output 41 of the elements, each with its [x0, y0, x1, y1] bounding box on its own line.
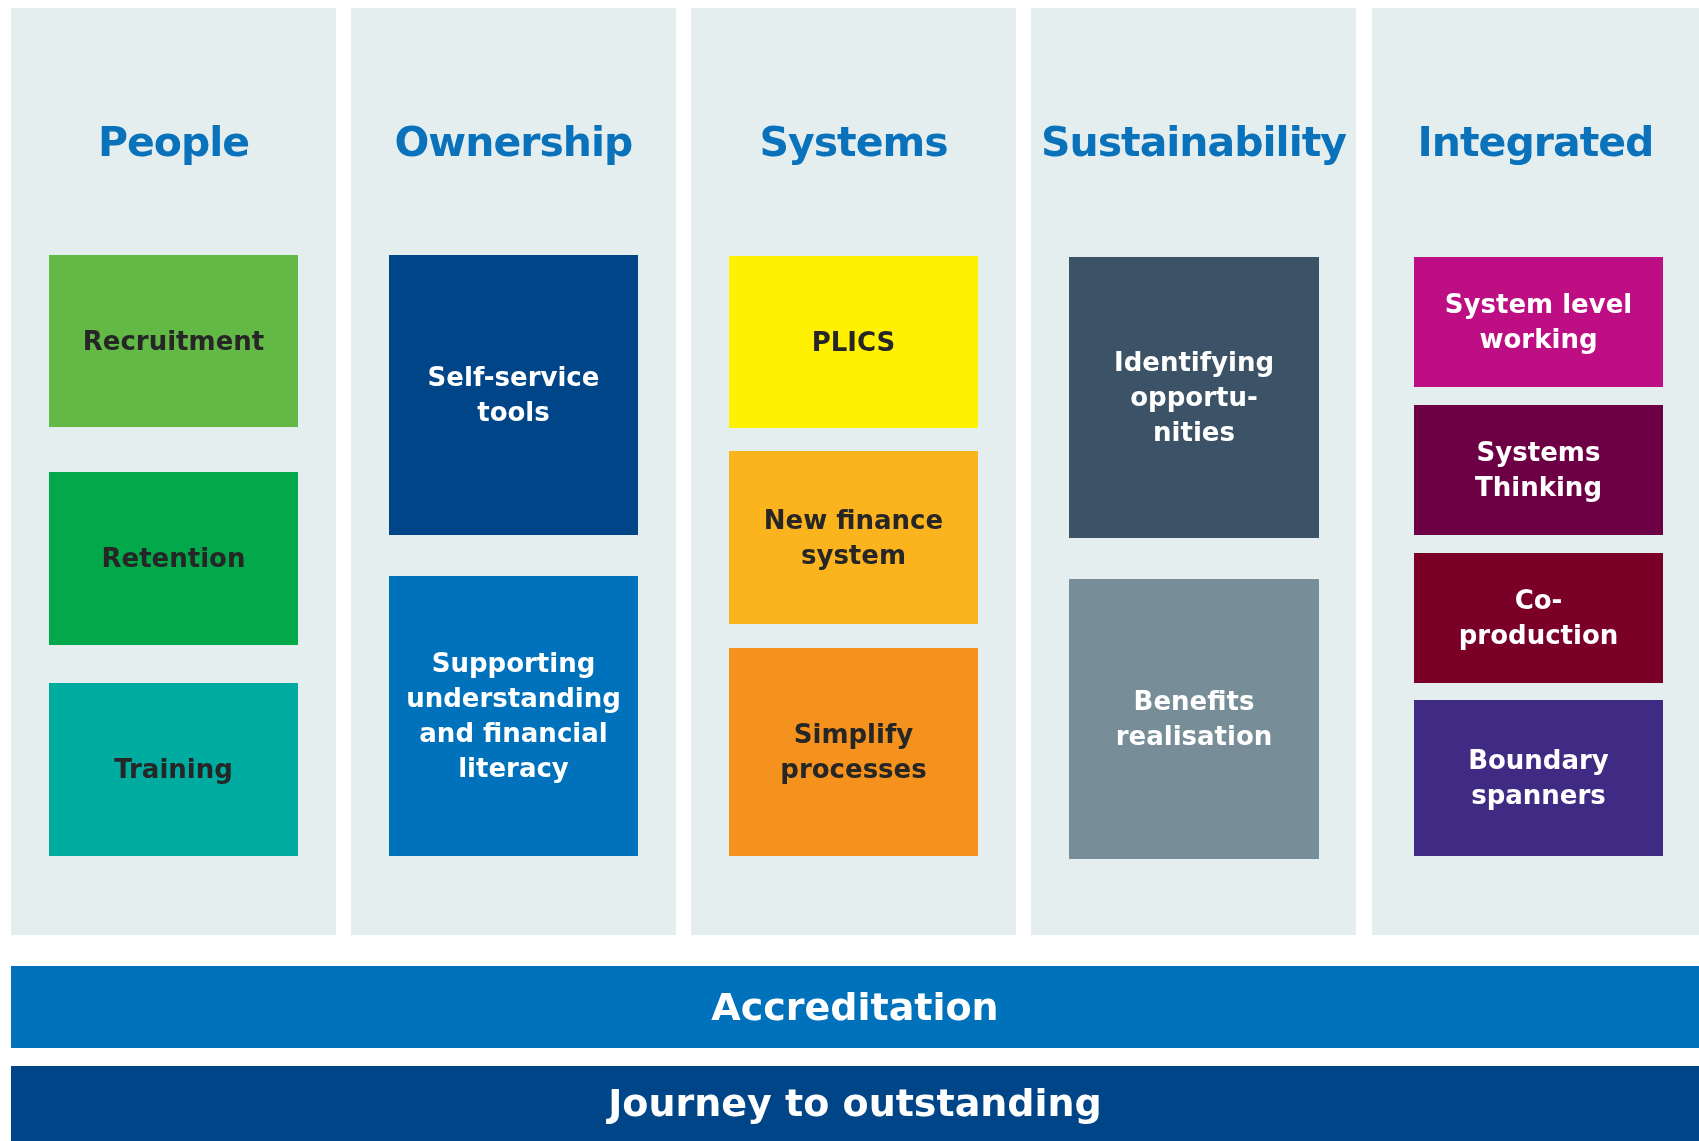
box-label: Boundary spanners — [1467, 744, 1610, 812]
box-label: Benefits realisation — [1114, 685, 1274, 753]
column-panel — [1372, 8, 1699, 935]
category-box — [1414, 405, 1663, 535]
column-heading: Integrated — [1416, 118, 1655, 166]
column-panel — [691, 8, 1016, 935]
category-box — [389, 576, 638, 856]
category-box — [1069, 579, 1319, 859]
category-box — [729, 451, 978, 624]
box-label: Identifying opportu- nities — [1112, 346, 1276, 449]
bar-label: Accreditation — [711, 989, 999, 1025]
foundation-bar — [11, 966, 1699, 1048]
box-label: System level working — [1443, 288, 1634, 356]
category-box — [1069, 257, 1319, 538]
box-label: Recruitment — [82, 324, 265, 358]
box-label: Systems Thinking — [1474, 436, 1603, 504]
column-heading: Systems — [758, 118, 949, 166]
box-label: Retention — [101, 542, 246, 575]
category-box — [49, 472, 298, 645]
foundation-bar — [11, 1066, 1699, 1141]
category-box — [49, 683, 298, 856]
box-label: New finance system — [762, 503, 945, 572]
category-box — [1414, 553, 1663, 683]
box-label: Self-service tools — [426, 361, 601, 429]
box-label: Training — [114, 753, 233, 786]
box-label: PLICS — [811, 325, 896, 359]
column-panel — [11, 8, 336, 935]
box-label: Supporting understanding and financial literacy — [405, 647, 622, 785]
category-box — [729, 648, 978, 856]
category-box — [1414, 257, 1663, 387]
box-label: Co- production — [1457, 584, 1620, 652]
box-label: Simplify processes — [779, 718, 928, 786]
column-heading: People — [96, 118, 251, 166]
category-box — [49, 255, 298, 427]
category-box — [729, 256, 978, 428]
column-heading: Ownership — [393, 118, 634, 166]
column-panel — [1031, 8, 1356, 935]
column-panel — [351, 8, 676, 935]
column-heading: Sustainability — [1039, 118, 1348, 166]
category-box — [389, 255, 638, 535]
category-box — [1414, 700, 1663, 856]
